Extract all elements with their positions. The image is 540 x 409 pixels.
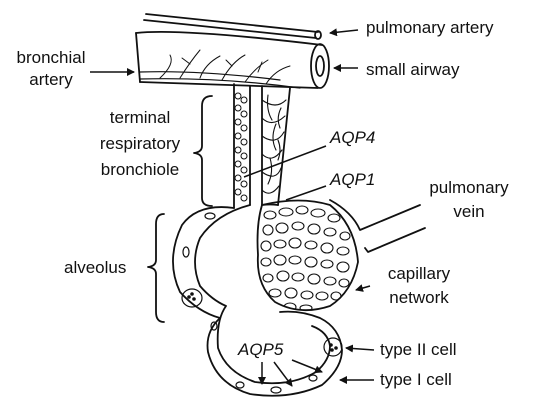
- label-aqp4: AQP4: [330, 128, 375, 148]
- label-pulmonary-vein-line1: pulmonary: [418, 178, 520, 198]
- label-aqp1: AQP1: [330, 170, 375, 190]
- label-aqp5: AQP5: [238, 340, 283, 360]
- line-aqp1: [286, 186, 326, 200]
- arrow-pulmonary-artery: [330, 30, 358, 33]
- label-bronchiole: bronchiole: [86, 160, 194, 180]
- label-pulmonary-vein-line2: vein: [418, 202, 520, 222]
- label-alveolus: alveolus: [64, 258, 126, 278]
- arrow-aqp5-3: [292, 360, 322, 372]
- bronchiole-epithelial-cells: [235, 93, 247, 201]
- type-i-cells: [183, 213, 317, 393]
- alveolus-brace: [148, 214, 164, 322]
- label-respiratory: respiratory: [86, 134, 194, 154]
- small-airway-tube: [136, 32, 329, 88]
- label-type1-cell: type I cell: [380, 370, 452, 390]
- label-terminal: terminal: [86, 108, 194, 128]
- label-type2-cell: type II cell: [380, 340, 457, 360]
- label-network: network: [374, 288, 464, 308]
- label-pulmonary-artery: pulmonary artery: [366, 18, 494, 38]
- label-capillary: capillary: [374, 264, 464, 284]
- bronchiole-brace: [194, 96, 212, 206]
- capillary-network-mesh: [261, 206, 350, 311]
- pulmonary-vein-vessel: [330, 200, 425, 252]
- arrow-capillary-network: [356, 286, 370, 290]
- label-small-airway: small airway: [366, 60, 460, 80]
- label-bronchial-artery-line1: bronchial: [8, 48, 94, 68]
- label-bronchial-artery-line2: artery: [8, 70, 94, 90]
- bronchiole-capillary-mesh: [262, 95, 286, 193]
- arrow-type2-cell: [346, 348, 374, 350]
- line-aqp4: [244, 146, 326, 177]
